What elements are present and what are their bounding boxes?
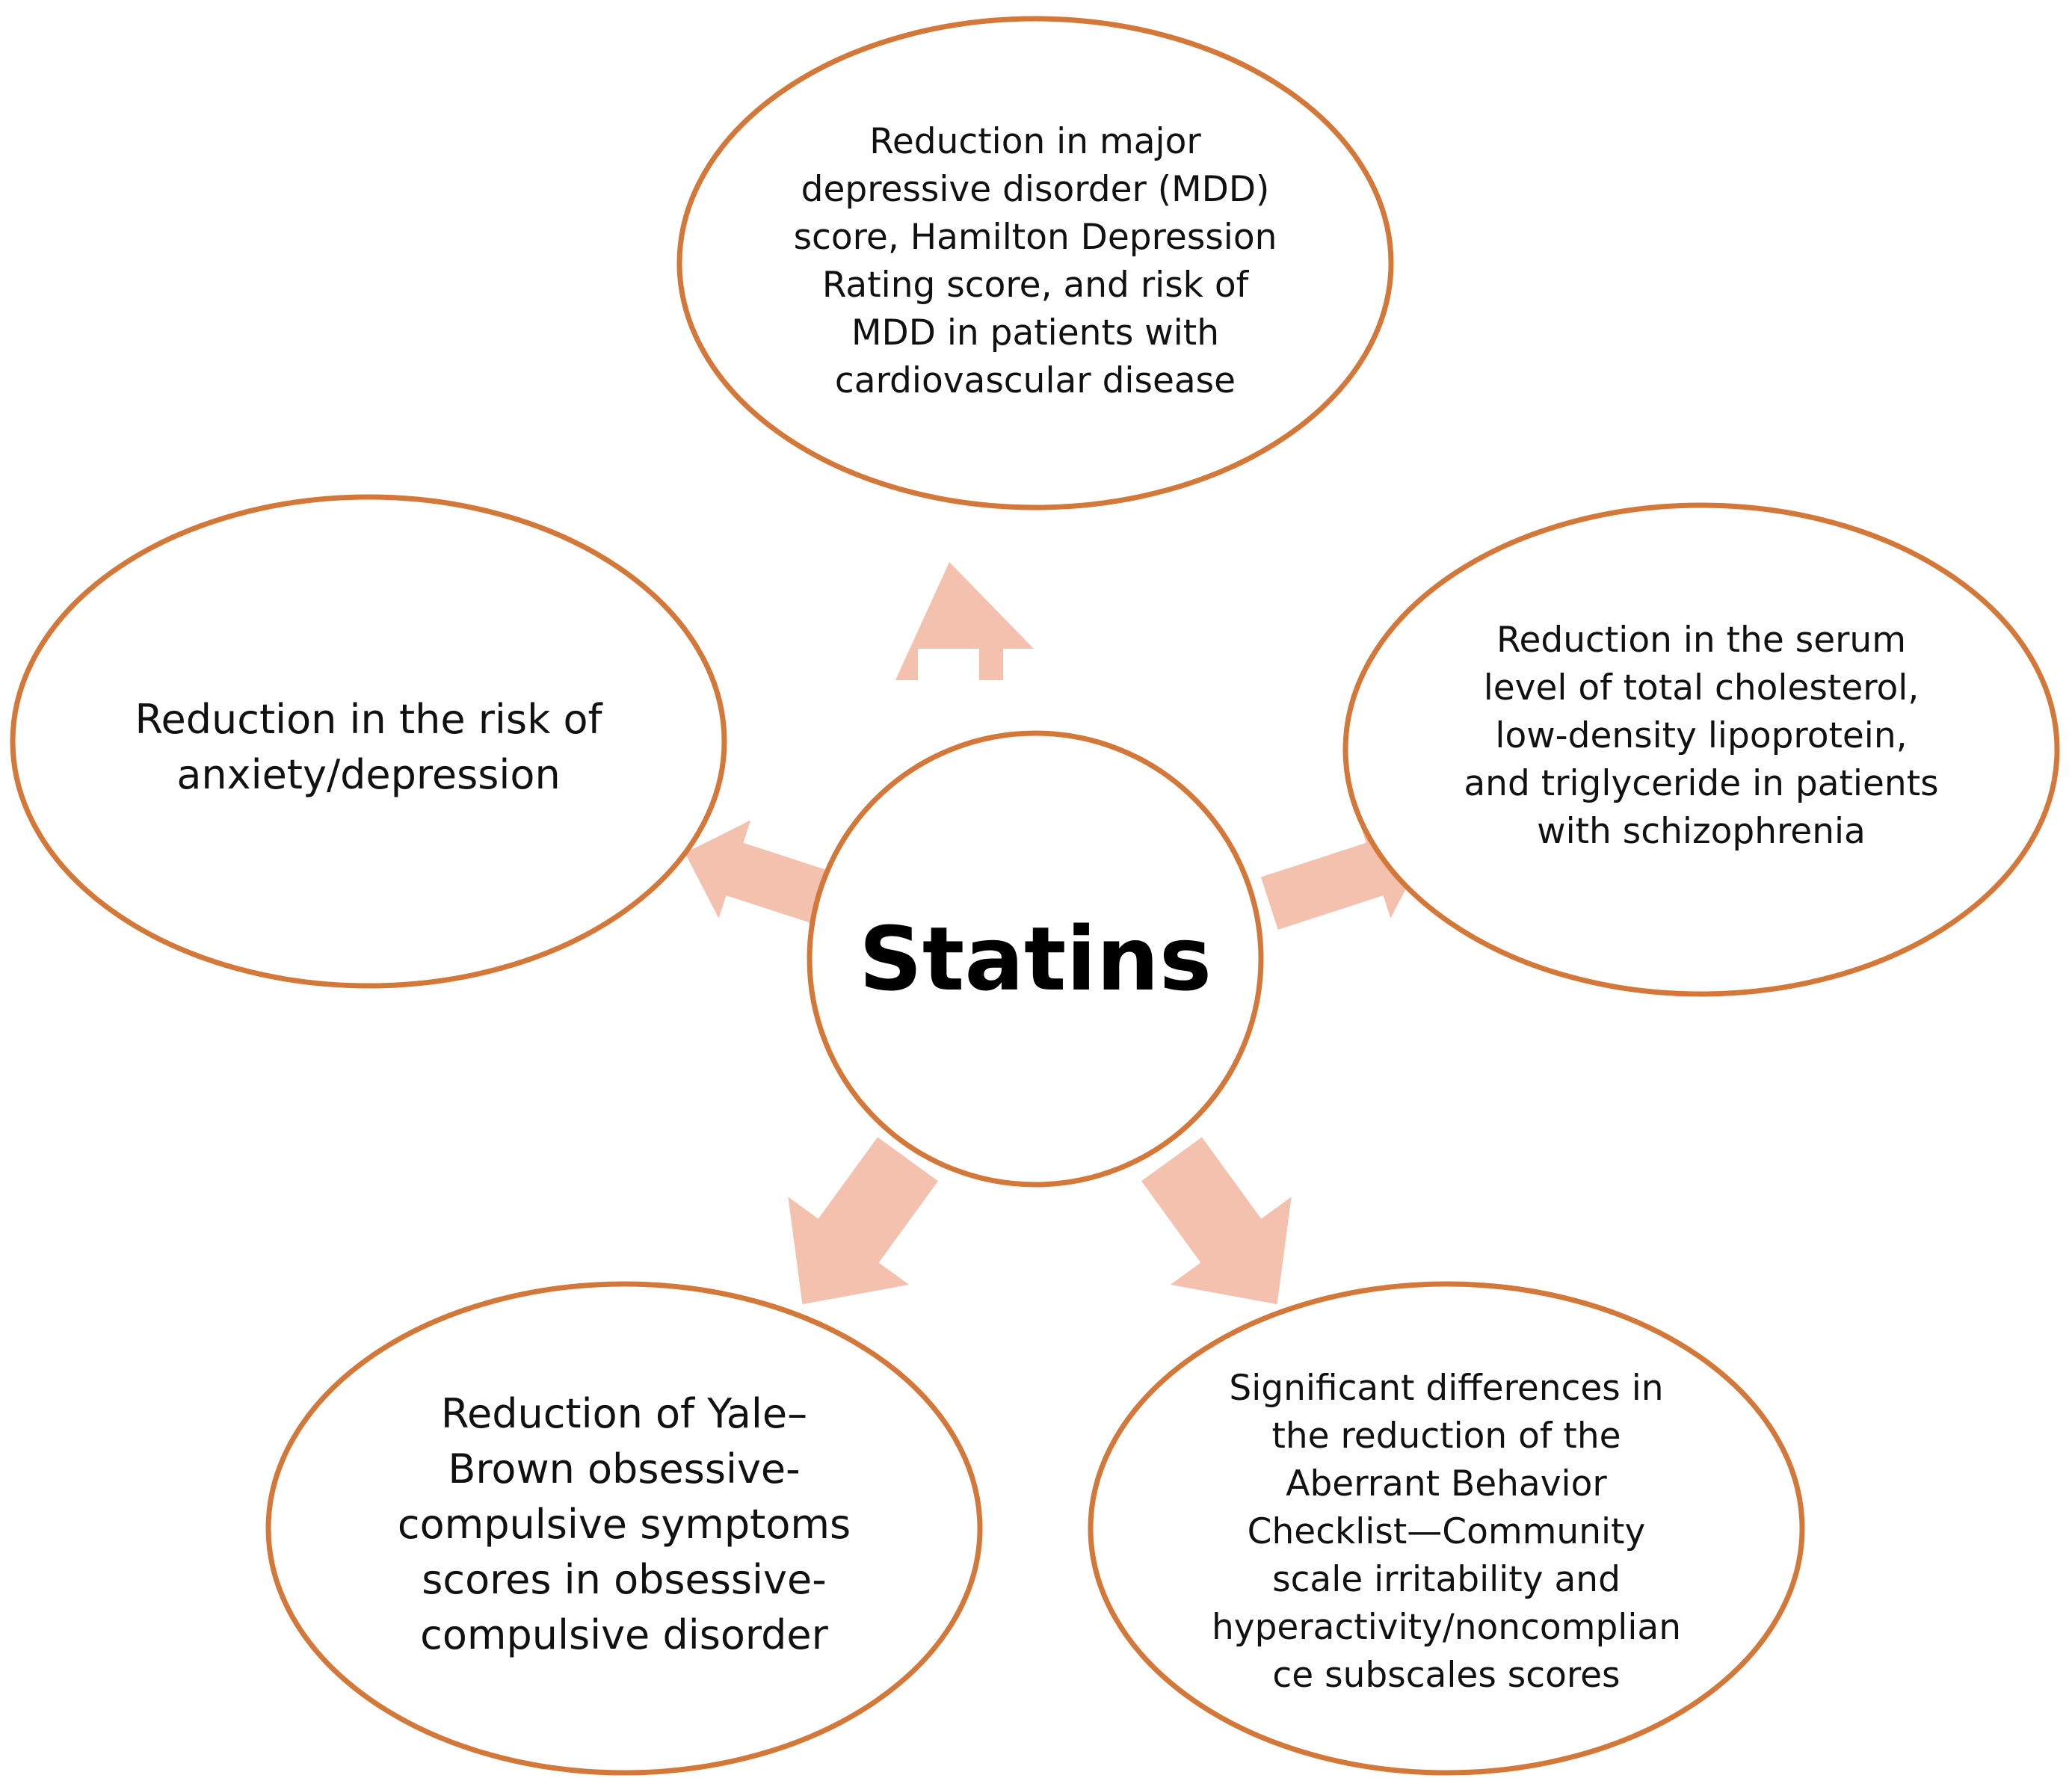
effect-bottom-right-line-3: Aberrant Behavior [1286, 1463, 1607, 1504]
effect-bottom-left-line-1: Reduction of Yale– [440, 1390, 808, 1437]
effect-top-line-4: Rating score, and risk of [821, 265, 1249, 306]
effect-text-left: Reduction in the risk of anxiety/depress… [70, 673, 667, 822]
effect-right-line-3: low-density lipoprotein, [1495, 715, 1908, 756]
effect-text-right: Reduction in the serum level of total ch… [1402, 605, 2000, 867]
hub-label-text: Statins [858, 907, 1212, 1010]
effect-ellipse-bottom-right [1088, 1281, 1805, 1776]
arrow-to-left [685, 820, 849, 930]
effect-bottom-right-line-2: the reduction of the [1271, 1416, 1621, 1457]
effect-ellipse-right [1342, 502, 2060, 997]
effect-right-line-4: and triglyceride in patients [1464, 763, 1939, 804]
effect-bottom-right-line-1: Significant differences in [1229, 1368, 1664, 1409]
effect-right-line-2: level of total cholesterol, [1483, 667, 1920, 709]
effect-top-line-6: cardiovascular disease [834, 360, 1236, 401]
arrow-to-bottom-right [1141, 1137, 1292, 1305]
effect-bottom-left-line-4: scores in obsessive- [422, 1556, 827, 1603]
effect-ellipse-top [676, 16, 1394, 510]
effect-left-line-1: Reduction in the risk of [135, 696, 602, 743]
effect-right-line-1: Reduction in the serum [1496, 620, 1907, 661]
arrow-to-bottom-left [788, 1137, 938, 1305]
effect-top-line-5: MDD in patients with [851, 312, 1220, 354]
effect-text-bottom-left: Reduction of Yale– Brown obsessive- comp… [325, 1375, 923, 1674]
effect-right-line-5: with schizophrenia [1537, 811, 1866, 852]
effect-top-line-1: Reduction in major [869, 121, 1201, 162]
effect-text-top: Reduction in major depressive disorder (… [736, 97, 1334, 426]
effect-bottom-left-line-3: compulsive symptoms [397, 1501, 851, 1548]
effect-ellipse-left [10, 494, 727, 989]
effect-bottom-right-line-5: scale irritability and [1272, 1559, 1621, 1600]
hub-circle [807, 730, 1264, 1188]
effect-bottom-right-line-4: Checklist—Community [1247, 1511, 1646, 1552]
hub-label: Statins [811, 884, 1259, 1034]
effect-bottom-right-line-7: ce subscales scores [1272, 1655, 1621, 1696]
effect-ellipse-bottom-left [265, 1281, 983, 1776]
effect-top-line-3: score, Hamilton Depression [793, 217, 1277, 258]
effect-bottom-left-line-2: Brown obsessive- [448, 1445, 801, 1493]
effect-left-line-2: anxiety/depression [176, 751, 561, 798]
effect-text-bottom-right: Significant differences in the reduction… [1147, 1345, 1745, 1719]
effect-top-line-2: depressive disorder (MDD) [801, 169, 1270, 210]
effect-bottom-right-line-6: hyperactivity/noncomplian [1211, 1607, 1681, 1648]
arrow-to-top [895, 562, 1034, 680]
effect-bottom-left-line-5: compulsive disorder [420, 1611, 828, 1658]
